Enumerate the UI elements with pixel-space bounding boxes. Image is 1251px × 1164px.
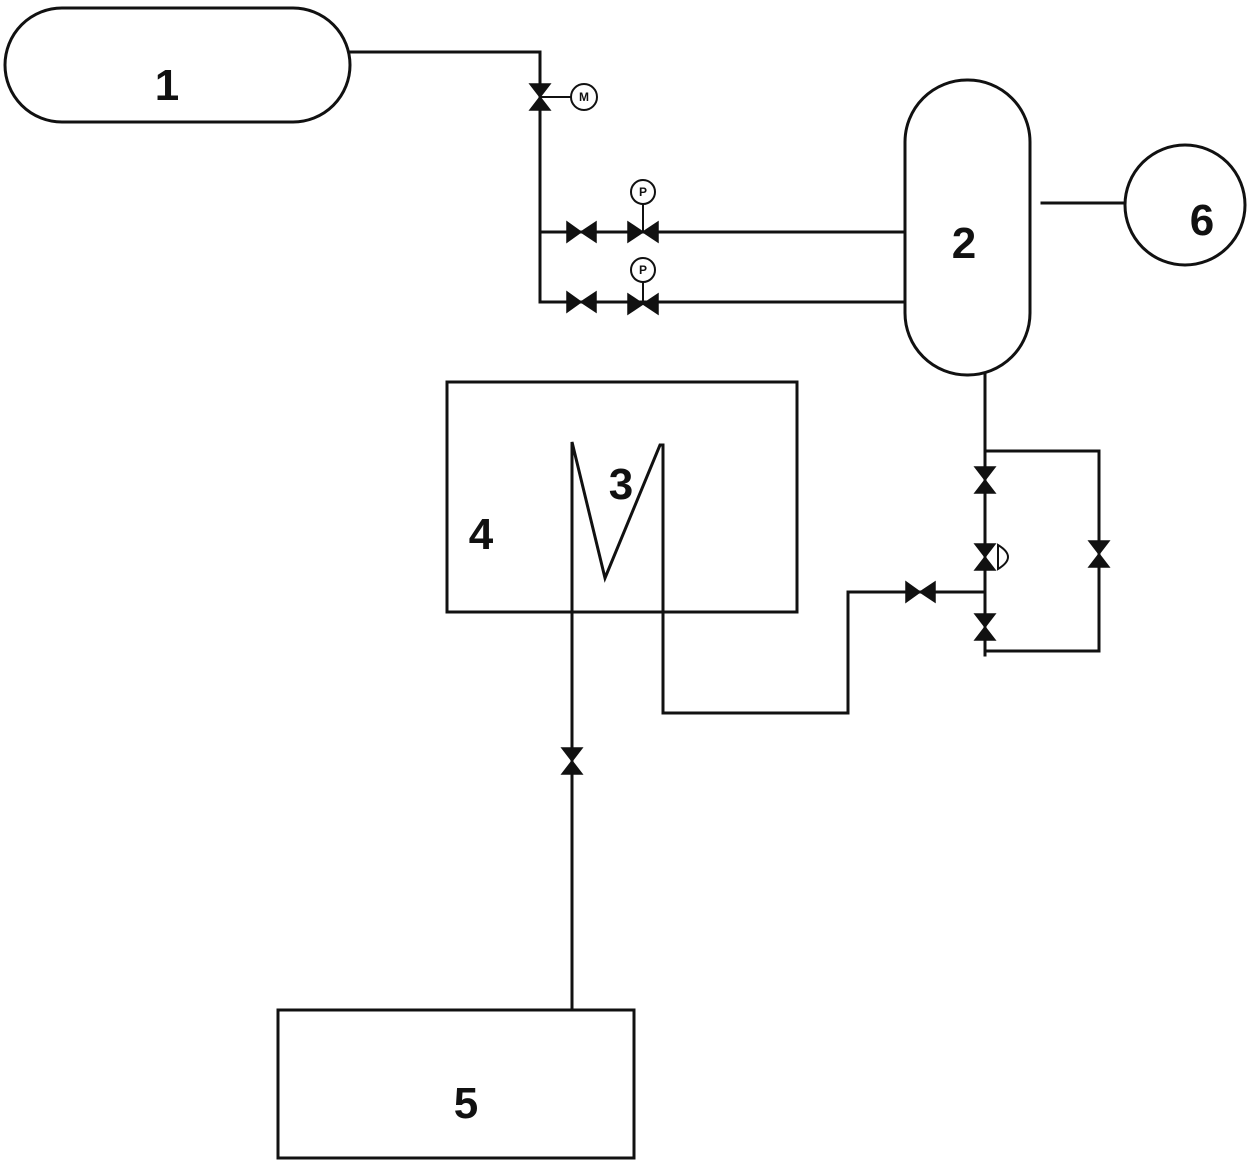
pipe-branch-to-coil <box>661 443 987 715</box>
valve-branch <box>905 580 936 604</box>
valve-right-wing <box>579 220 597 244</box>
valve-body-top <box>1087 540 1111 556</box>
tank-1-label: 1 <box>155 61 179 110</box>
valve-upper-manual <box>566 220 597 244</box>
tank-5-shape <box>276 1008 636 1160</box>
valve-right-wing <box>918 580 936 604</box>
valve-right-wing <box>579 290 597 314</box>
valve-body-top <box>528 83 552 99</box>
pressure-gauge-icon <box>630 179 656 205</box>
valve-body-top <box>973 543 997 559</box>
tank-2-shape <box>903 78 1032 377</box>
tank-1: 1 <box>3 6 352 124</box>
valve-body-bottom <box>973 478 997 494</box>
diaphragm-actuator-icon <box>997 543 1009 571</box>
valve-lower-pressure: P <box>627 257 659 316</box>
valve-upper-pressure: P <box>627 179 659 244</box>
valve-left-wing <box>905 580 922 604</box>
valve-right-wing <box>641 292 659 316</box>
container-4-shape <box>445 380 799 614</box>
tank-6: 6 <box>1123 143 1247 267</box>
coil-3-label: 3 <box>609 460 633 509</box>
valve-tank1-motorized: M <box>528 83 598 111</box>
valve-body-bottom <box>973 555 997 571</box>
valve-tank2-outlet-lower <box>973 613 997 641</box>
valve-left-wing <box>566 290 583 314</box>
valve-to-tank5 <box>560 747 584 775</box>
valve-body-bottom <box>528 95 552 111</box>
tank-2: 2 <box>903 78 1032 377</box>
valve-tank2-outlet-upper <box>973 466 997 494</box>
pipe-tank1-outlet <box>348 50 542 234</box>
tank-6-shape <box>1123 143 1247 267</box>
tank-6-label: 6 <box>1190 196 1214 245</box>
valve-body-top <box>973 466 997 482</box>
coil-3: 3 <box>570 441 665 583</box>
valve-tank2-outlet-control <box>973 543 1009 571</box>
valve-bypass <box>1087 540 1111 568</box>
valve-right-wing <box>641 220 659 244</box>
valve-left-wing <box>566 220 583 244</box>
pressure-gauge-label: P <box>639 185 647 199</box>
valve-body-bottom <box>973 625 997 641</box>
motor-actuator-label: M <box>579 90 589 104</box>
tank-5-label: 5 <box>454 1079 478 1128</box>
pressure-gauge-icon <box>630 257 656 283</box>
valve-left-wing <box>627 220 645 244</box>
tank-1-shape <box>3 6 352 124</box>
pressure-gauge-label: P <box>639 263 647 277</box>
pipe-lower-to-tank2 <box>538 230 907 304</box>
motor-actuator-icon <box>570 83 598 111</box>
tank-2-label: 2 <box>952 219 976 268</box>
tank-5: 5 <box>276 1008 636 1160</box>
valve-body-top <box>560 747 584 763</box>
coil-3-shape <box>570 441 665 583</box>
valve-left-wing <box>627 292 645 316</box>
valve-lower-manual <box>566 290 597 314</box>
container-4: 4 <box>445 380 799 614</box>
valve-body-bottom <box>560 759 584 775</box>
valve-body-top <box>973 613 997 629</box>
valve-body-bottom <box>1087 552 1111 568</box>
container-4-label: 4 <box>469 510 494 559</box>
